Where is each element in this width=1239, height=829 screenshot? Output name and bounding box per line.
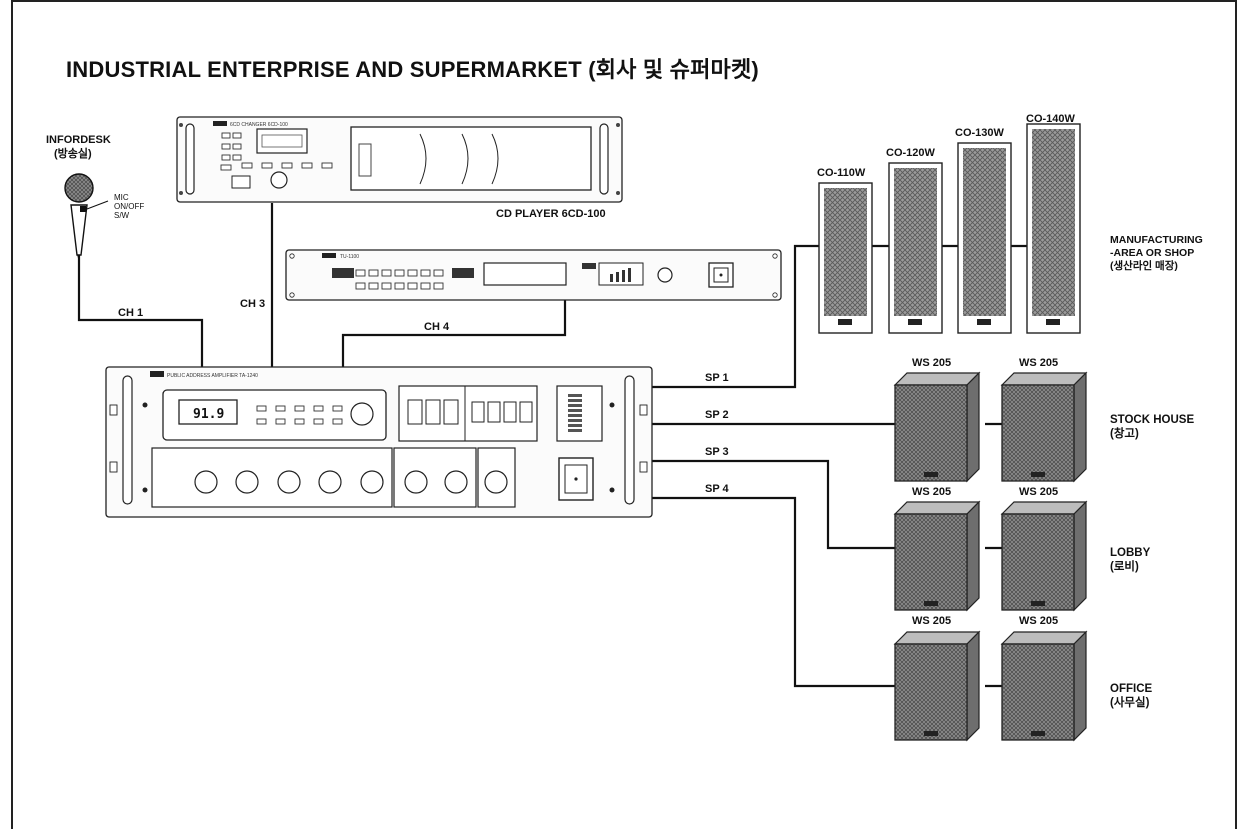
amplifier-tuner-buttons xyxy=(256,405,343,425)
ws-label: WS 205 xyxy=(1019,486,1058,498)
mixer-knobs xyxy=(194,470,508,494)
amplifier-panel-text: PUBLIC ADDRESS AMPLIFIER TA-1240 xyxy=(167,373,258,379)
cd-knob xyxy=(270,171,288,189)
cd-panel-text: 6CD CHANGER 6CD-100 xyxy=(230,122,288,128)
cd-player: 6CD CHANGER 6CD-100 xyxy=(176,116,623,203)
zone-manufacturing-line2: -AREA OR SHOP xyxy=(1110,247,1194,259)
ws-label: WS 205 xyxy=(912,486,951,498)
amplifier-tuning-knob xyxy=(350,402,374,426)
wire-ch4 xyxy=(341,300,567,367)
ws-label: WS 205 xyxy=(912,357,951,369)
column-speakers xyxy=(818,123,1081,334)
label-sp1: SP 1 xyxy=(705,372,729,384)
infordesk-label: INFORDESK xyxy=(46,134,111,146)
cd-player-caption: CD PLAYER 6CD-100 xyxy=(496,208,606,220)
label-sp4: SP 4 xyxy=(705,483,730,495)
box-speaker xyxy=(1000,371,1088,483)
column-label-1: CO-110W xyxy=(817,167,866,179)
ws-labels: WS 205 WS 205 WS 205 WS 205 WS 205 WS 20… xyxy=(912,357,1058,627)
column-speaker xyxy=(1026,123,1081,334)
box-speaker xyxy=(1000,630,1088,742)
mic-label: MIC xyxy=(114,193,129,202)
zone-office-line2: (사무실) xyxy=(1110,695,1150,709)
amplifier-display: 91.9 xyxy=(193,407,224,422)
column-label-4: CO-140W xyxy=(1026,113,1076,125)
box-speaker xyxy=(893,500,981,612)
box-speakers xyxy=(893,371,1088,742)
mic-sw-label: S/W xyxy=(114,211,130,220)
label-sp3: SP 3 xyxy=(705,446,729,458)
column-speaker xyxy=(818,182,873,334)
zone-lobby-line1: LOBBY xyxy=(1110,547,1151,559)
zone-office-line1: OFFICE xyxy=(1110,683,1152,695)
tuner-panel-text: TU-1100 xyxy=(340,254,359,260)
amplifier: PUBLIC ADDRESS AMPLIFIER TA-1240 91.9 xyxy=(105,366,653,518)
ws-label: WS 205 xyxy=(912,615,951,627)
microphone xyxy=(64,173,109,259)
zone-manufacturing-line3: (생산라인 매장) xyxy=(1110,259,1178,272)
tuner-preset-buttons xyxy=(355,269,444,290)
box-speaker xyxy=(893,630,981,742)
wires xyxy=(77,203,1080,688)
ws-label: WS 205 xyxy=(1019,357,1058,369)
zone-stock-line1: STOCK HOUSE xyxy=(1110,414,1194,426)
ws-label: WS 205 xyxy=(1019,615,1058,627)
column-label-2: CO-120W xyxy=(886,147,936,159)
box-speaker xyxy=(1000,500,1088,612)
label-sp2: SP 2 xyxy=(705,409,729,421)
cd-buttons xyxy=(220,132,333,171)
label-ch1: CH 1 xyxy=(118,307,143,319)
level-meter xyxy=(568,394,582,432)
page-title: INDUSTRIAL ENTERPRISE AND SUPERMARKET (회… xyxy=(66,57,759,82)
label-ch3: CH 3 xyxy=(240,298,265,310)
wire-ch1 xyxy=(77,250,204,367)
zone-stock-line2: (창고) xyxy=(1110,426,1139,440)
zone-manufacturing-line1: MANUFACTURING xyxy=(1110,234,1203,246)
wire-sp3 xyxy=(652,459,895,550)
diagram-frame xyxy=(11,0,1237,829)
label-ch4: CH 4 xyxy=(424,321,450,333)
column-speaker xyxy=(888,162,943,334)
column-speaker xyxy=(957,142,1012,334)
tuner-knob xyxy=(657,267,673,283)
column-label-3: CO-130W xyxy=(955,127,1005,139)
mic-switch-label: ON/OFF xyxy=(114,202,144,211)
zone-lobby-line2: (로비) xyxy=(1110,559,1139,573)
tuner: TU-1100 xyxy=(285,249,782,301)
wire-sp4 xyxy=(652,496,895,688)
box-speaker xyxy=(893,371,981,483)
infordesk-sublabel: (방송실) xyxy=(54,146,92,160)
